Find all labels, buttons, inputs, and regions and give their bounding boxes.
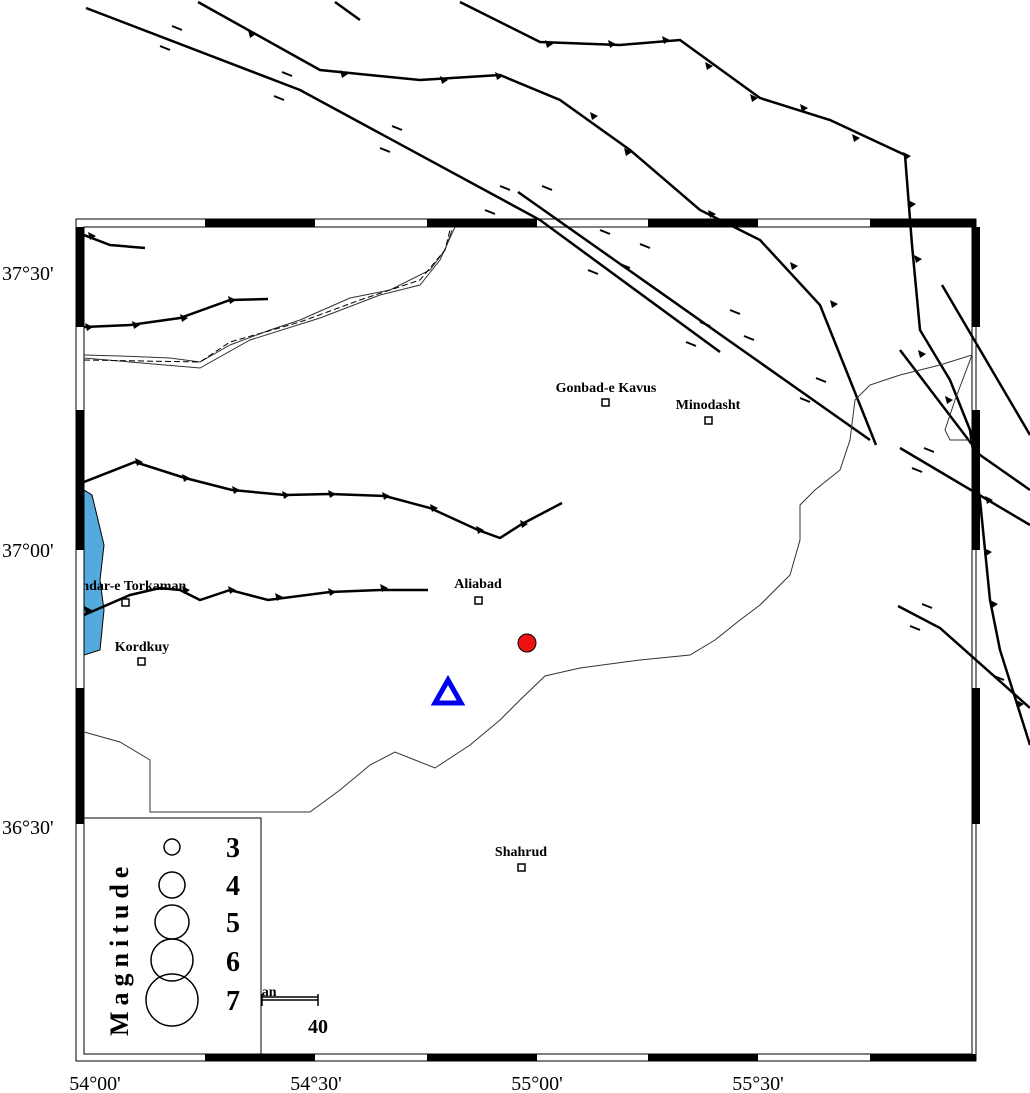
- legend-mag-3: 3: [226, 833, 240, 864]
- fault-lines-inner: [84, 233, 563, 617]
- caspian-sea: [84, 489, 105, 656]
- lat-label: 37°30': [2, 263, 54, 285]
- scale-partial-label: nan: [254, 985, 277, 1000]
- legend-mag-4: 4: [226, 871, 240, 902]
- province-boundaries: [84, 227, 972, 813]
- city-gonbad-e-kavus: Gonbad-e Kavus: [556, 381, 657, 407]
- lat-label: 36°30': [2, 817, 54, 839]
- station-triangle[interactable]: [430, 674, 466, 706]
- scale-value: 40: [308, 1016, 328, 1038]
- lon-label: 55°00': [511, 1073, 563, 1093]
- legend-mag-7: 7: [226, 986, 240, 1017]
- strike-slip-marks: [159, 25, 1005, 681]
- inner-thrust-ticks: [84, 232, 528, 614]
- city-minodasht: Minodasht: [676, 398, 741, 425]
- latitude-labels: 37°30' 37°00' 36°30': [2, 263, 54, 839]
- lon-label: 54°00': [69, 1073, 121, 1093]
- city-shahrud: Shahrud: [495, 845, 547, 872]
- city-label: Kordkuy: [115, 640, 169, 655]
- epicenter-marker[interactable]: [517, 633, 537, 653]
- city-label: Gonbad-e Kavus: [556, 381, 657, 396]
- lon-label: 54°30': [290, 1073, 342, 1093]
- city-label: Aliabad: [454, 577, 502, 592]
- thrust-ticks: [248, 30, 1024, 708]
- scale-bar: nan 40: [254, 985, 328, 1038]
- legend-mag-5: 5: [226, 908, 240, 939]
- dashed-boundary: [84, 229, 451, 363]
- city-markers: Gonbad-e Kavus Minodasht Aliabad Bandar-…: [65, 381, 741, 872]
- city-aliabad: Aliabad: [454, 577, 502, 605]
- magnitude-legend: Magnitude 3 4 5 6 7: [83, 817, 262, 1055]
- city-kordkuy: Kordkuy: [115, 640, 169, 666]
- lon-label: 55°30': [732, 1073, 784, 1093]
- legend-mag-6: 6: [226, 947, 240, 978]
- longitude-labels: 54°00' 54°30' 55°00' 55°30': [69, 1073, 784, 1093]
- legend-title: Magnitude: [105, 861, 134, 1036]
- city-label: Bandar-e Torkaman: [65, 579, 186, 594]
- fault-lines-outer: [85, 0, 1030, 746]
- city-bandar-e-torkaman: Bandar-e Torkaman: [65, 579, 186, 607]
- city-label: Minodasht: [676, 398, 741, 413]
- city-label: Shahrud: [495, 845, 547, 860]
- lat-label: 37°00': [2, 540, 54, 562]
